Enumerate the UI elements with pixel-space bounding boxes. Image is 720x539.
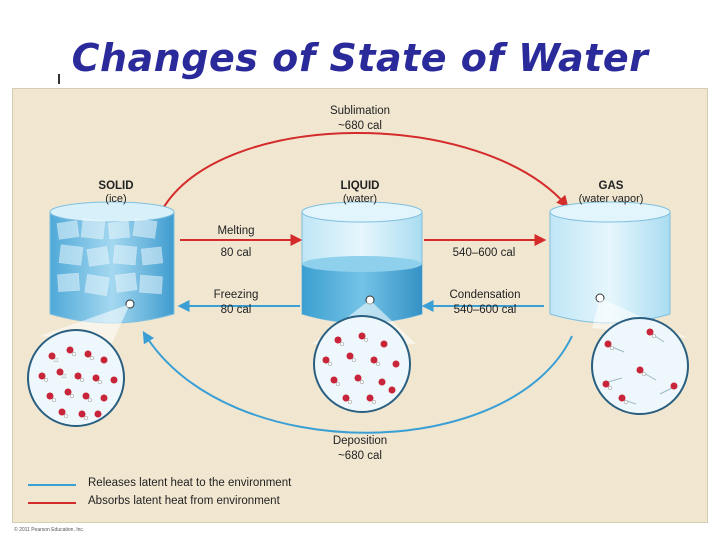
freezing-name: Freezing	[213, 289, 259, 301]
gas-sub: (water vapor)	[578, 193, 644, 205]
deposition-arrow	[142, 330, 573, 434]
freezing-energy: 80 cal	[220, 304, 252, 316]
deposition-energy: ~680 cal	[338, 450, 382, 462]
condensation-energy: 540–600 cal	[453, 304, 517, 316]
solid-molecule-view	[27, 304, 130, 427]
condensation-name: Condensation	[449, 289, 521, 301]
melting-name: Melting	[217, 225, 255, 237]
freezing-label: Freezing 80 cal	[196, 288, 276, 318]
legend-absorb-text: Absorbs latent heat from environment	[88, 495, 280, 507]
liquid-header: LIQUID (water)	[312, 180, 408, 206]
sublimation-arrow	[161, 132, 569, 211]
liquid-name: LIQUID	[340, 180, 380, 192]
gas-header: GAS (water vapor)	[556, 180, 666, 206]
legend-absorb-swatch	[28, 502, 76, 504]
bullet-mark	[58, 74, 60, 84]
melting-energy-label: 80 cal	[196, 246, 276, 261]
sublimation-name: Sublimation	[329, 105, 391, 117]
melting-label: Melting	[196, 224, 276, 239]
copyright: © 2011 Pearson Education, Inc.	[14, 527, 85, 533]
solid-header: SOLID (ice)	[68, 180, 164, 206]
sublimation-energy: ~680 cal	[338, 120, 382, 132]
liquid-molecule-view	[312, 300, 416, 413]
liquid-sub: (water)	[342, 193, 378, 205]
evaporation-energy-label: 540–600 cal	[436, 246, 532, 261]
melting-energy: 80 cal	[220, 247, 252, 259]
sublimation-label: Sublimation ~680 cal	[305, 104, 415, 134]
deposition-label: Deposition ~680 cal	[305, 434, 415, 464]
gas-molecule-view	[591, 298, 689, 415]
changes-of-state-diagram	[27, 132, 689, 434]
condensation-label: Condensation 540–600 cal	[430, 288, 540, 318]
solid-sub: (ice)	[105, 193, 127, 205]
legend-release-swatch	[28, 484, 76, 486]
solid-name: SOLID	[98, 180, 134, 192]
deposition-name: Deposition	[332, 435, 388, 447]
legend-release-text: Releases latent heat to the environment	[88, 477, 292, 489]
solid-beaker	[49, 201, 175, 324]
evaporation-energy: 540–600 cal	[452, 247, 516, 259]
page-title: Changes of State of Water	[71, 36, 649, 80]
gas-name: GAS	[598, 180, 624, 192]
liquid-beaker	[301, 201, 423, 324]
gas-beaker	[549, 201, 671, 324]
